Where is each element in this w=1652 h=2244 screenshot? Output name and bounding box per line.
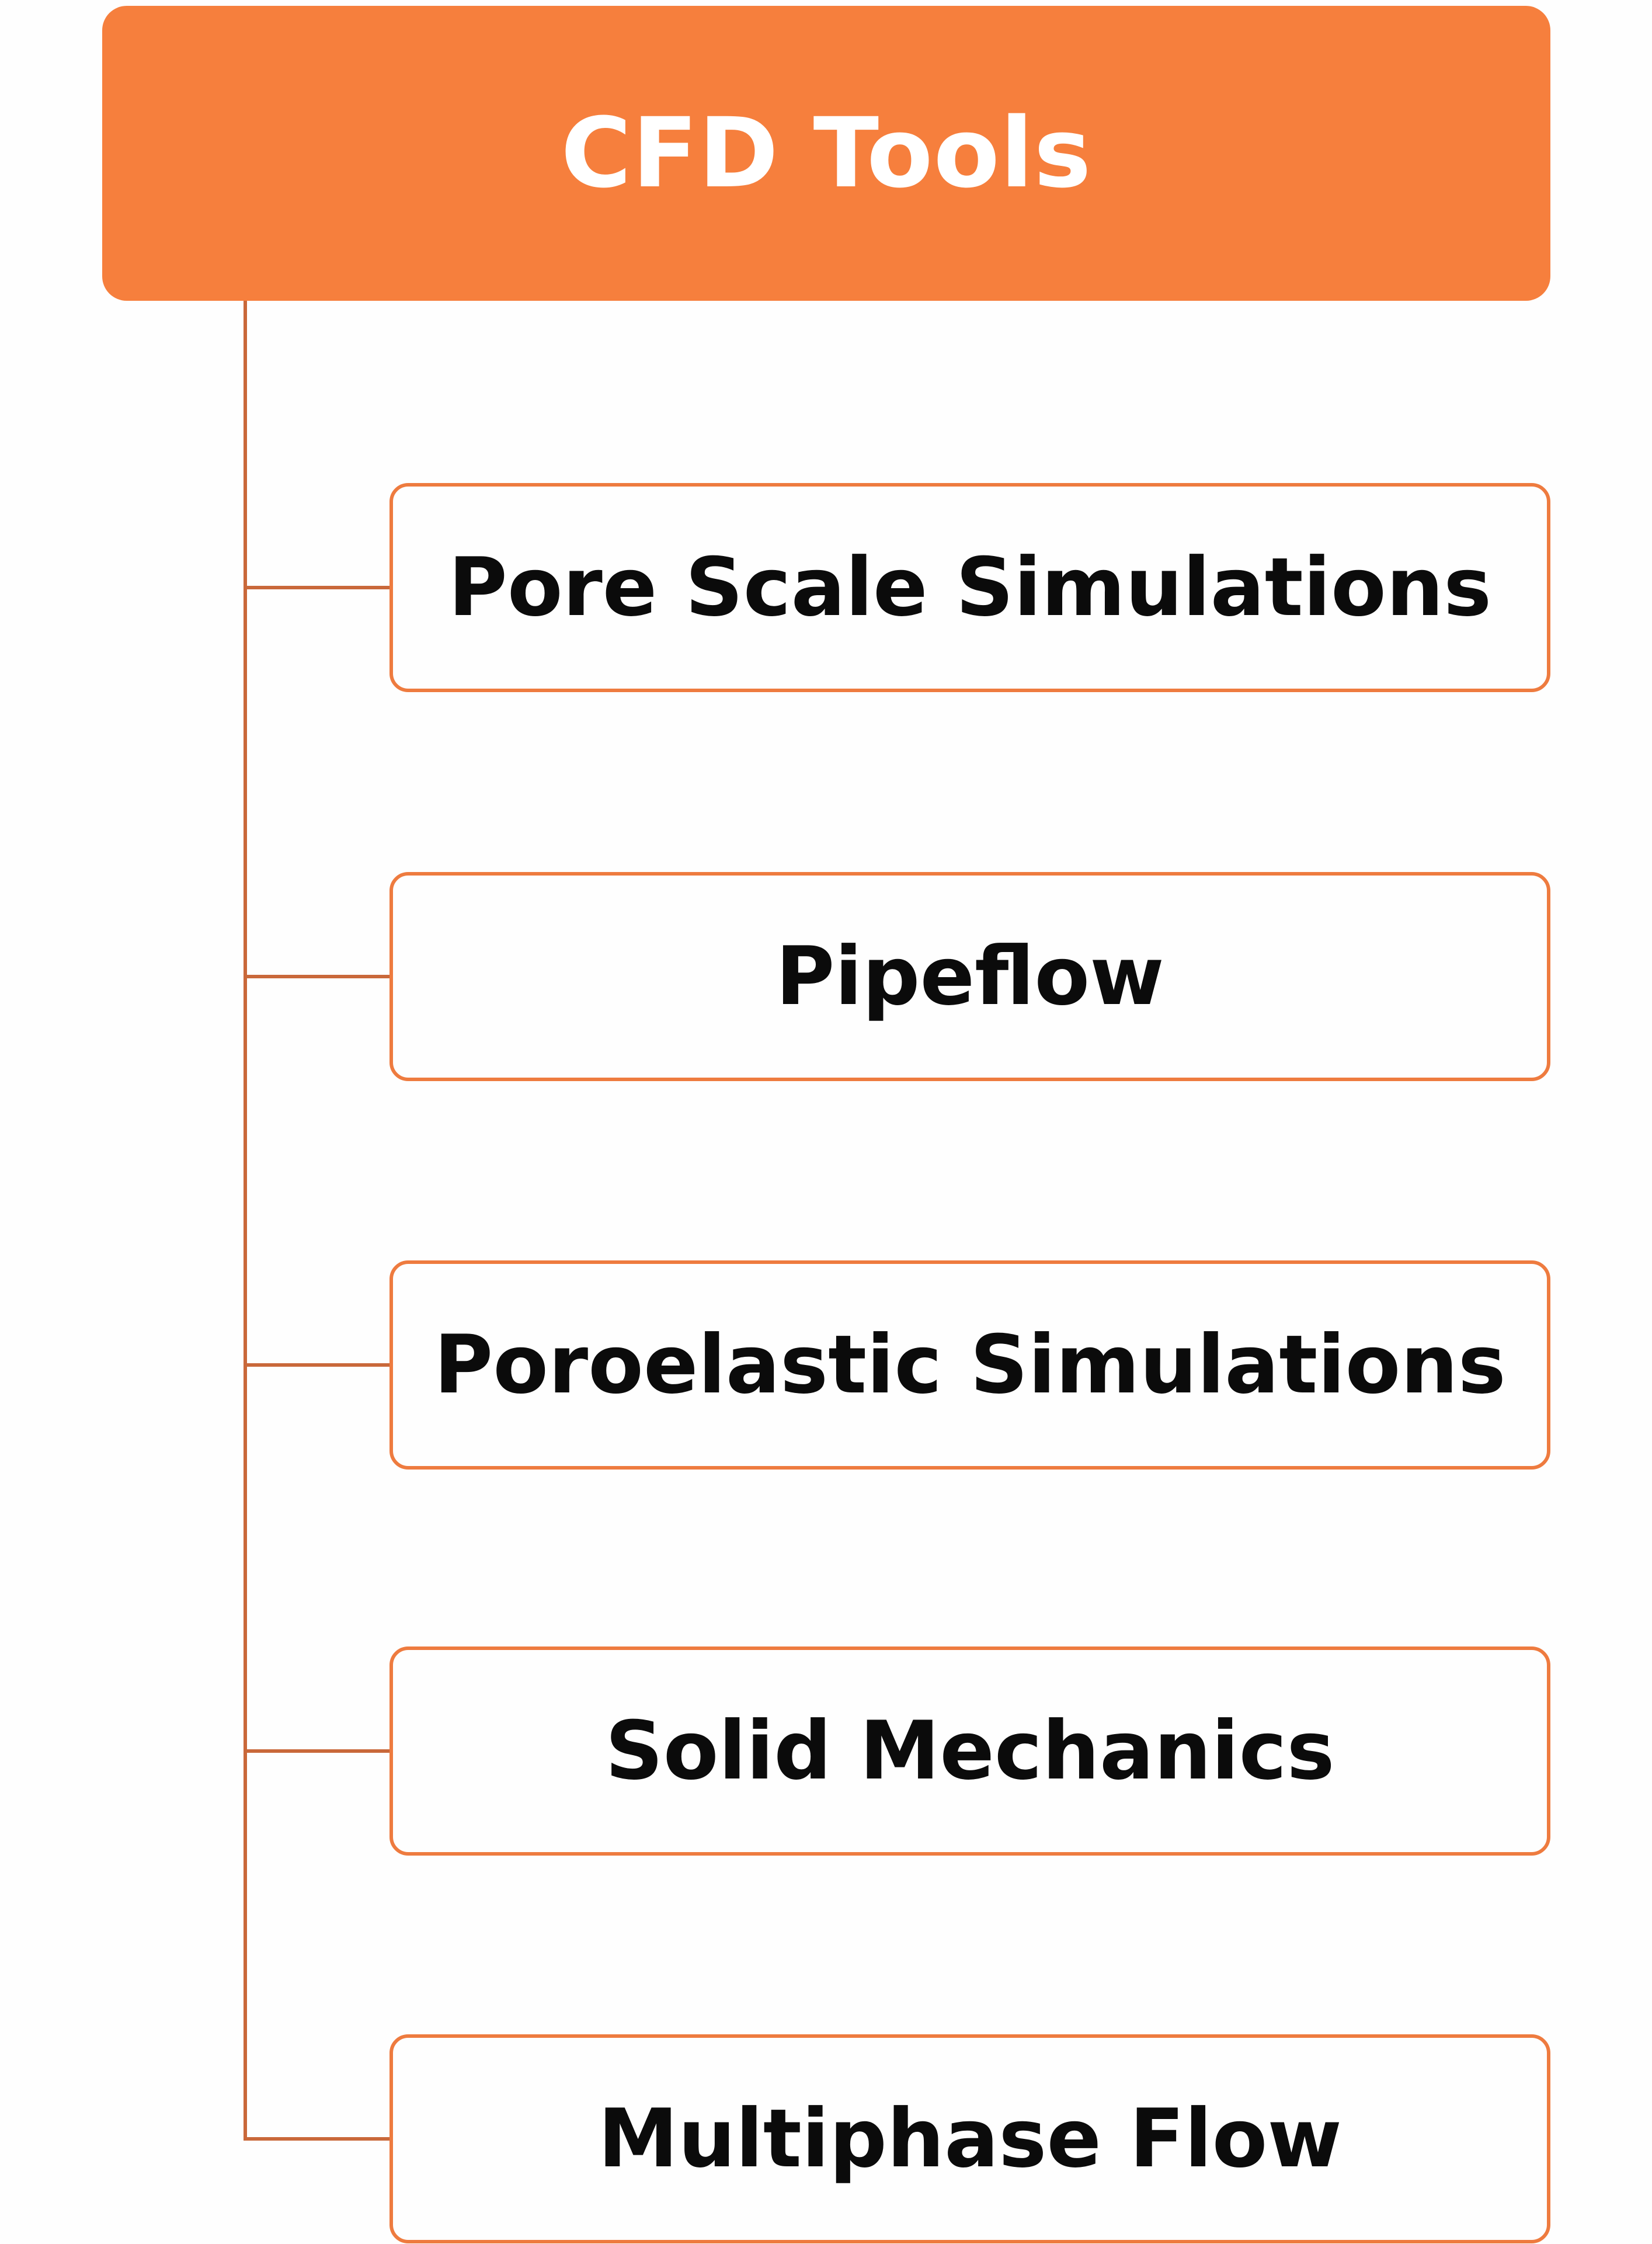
child-node: Poroelastic Simulations [389,1260,1550,1470]
child-label: Pore Scale Simulations [448,540,1492,634]
child-label: Multiphase Flow [598,2092,1342,2186]
child-node: Pipeflow [389,872,1550,1081]
child-label: Poroelastic Simulations [434,1318,1506,1412]
child-node: Multiphase Flow [389,2034,1550,2243]
child-label: Solid Mechanics [605,1704,1335,1798]
child-node: Pore Scale Simulations [389,483,1550,692]
root-node: CFD Tools [102,6,1550,301]
root-title: CFD Tools [561,97,1092,209]
child-label: Pipeflow [775,929,1164,1023]
child-node: Solid Mechanics [389,1646,1550,1856]
